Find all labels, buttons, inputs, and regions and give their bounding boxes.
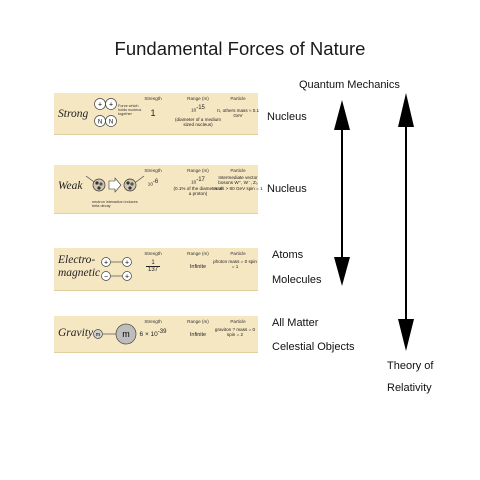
strength-header: Strength [144, 96, 162, 101]
scale-label-all-matter: All Matter [272, 317, 319, 329]
force-name-strong: Strong [58, 108, 89, 120]
mass-attraction-icon: m m [93, 323, 137, 345]
beta-decay-icon [85, 175, 145, 193]
particle-header: Particle [230, 168, 246, 173]
strength-header: Strength [144, 319, 162, 324]
gravity-range: Infinite [189, 332, 207, 338]
weak-range-note: (0.1% of the diameter of a proton) [173, 186, 223, 197]
scale-label-celestial-objects: Celestial Objects [272, 341, 355, 353]
range-header: Range (m) [187, 319, 209, 324]
nucleus-icon: + + N N [94, 98, 117, 127]
particle-header: Particle [230, 251, 246, 256]
weak-note: neutron interaction induces beta decay [92, 200, 138, 209]
force-name-gravity: Gravity [58, 327, 94, 339]
weak-particle: Intermediate vector bosons W⁺, W⁻, Z₀ ma… [213, 175, 263, 191]
svg-text:+: + [109, 102, 113, 109]
particle-header: Particle [230, 96, 246, 101]
svg-text:N: N [109, 120, 113, 126]
force-name-weak: Weak [58, 180, 83, 192]
scale-label-atoms: Atoms [272, 249, 304, 261]
charge-interaction-icon: + + − + [101, 257, 132, 281]
small-mass-symbol: m [96, 332, 100, 338]
strong-range-note: (diameter of a medium sized nucleus) [175, 117, 221, 128]
force-name-electromagnetic: Electro-magnetic [58, 254, 101, 279]
electromagnetic-strength: 1 137 [145, 260, 160, 273]
range-header: Range (m) [187, 96, 209, 101]
theory-of-relativity-arrow [398, 93, 414, 351]
electromagnetic-force-card: Electro-magnetic + + − + Strength 1 137 … [54, 248, 258, 291]
theory-of-relativity-label-line1: Theory of [387, 360, 434, 372]
range-header: Range (m) [187, 251, 209, 256]
quantum-mechanics-label: Quantum Mechanics [299, 79, 400, 91]
svg-text:+: + [98, 102, 102, 109]
large-mass-symbol: m [122, 329, 130, 339]
scale-label-molecules: Molecules [272, 274, 322, 286]
svg-text:+: + [104, 260, 108, 267]
gravity-strength: 6 × 10-39 [139, 329, 167, 339]
strong-range: 10-15 [191, 105, 205, 113]
theory-of-relativity-label-line2: Relativity [387, 382, 432, 394]
particle-header: Particle [230, 319, 246, 324]
scale-label-weak: Nucleus [267, 183, 307, 195]
electromagnetic-range: Infinite [189, 264, 207, 270]
scale-label-strong: Nucleus [267, 111, 307, 123]
strong-particle: π, others mass ≈ 0.1 GeV [216, 108, 260, 119]
strong-strength: 1 [150, 108, 156, 118]
weak-force-card: Weak neutron interaction induces beta de… [54, 165, 263, 214]
svg-text:N: N [98, 120, 102, 126]
svg-text:+: + [125, 274, 129, 281]
gravity-force-card: Gravity m m Strength 6 × 10-39 Range (m)… [54, 316, 258, 353]
electromagnetic-particle: photon mass = 0 spin = 1 [213, 259, 257, 270]
svg-text:+: + [125, 260, 129, 267]
range-header: Range (m) [187, 168, 209, 173]
gravity-particle: graviton ? mass = 0 spin = 2 [214, 327, 256, 338]
page-title: Fundamental Forces of Nature [114, 38, 366, 59]
strength-header: Strength [144, 168, 162, 173]
quantum-mechanics-arrow [334, 100, 350, 286]
weak-range: 10-17 [191, 177, 205, 185]
weak-strength: 10-6 [147, 179, 159, 187]
strong-force-card: Strong + + N N Force which holds nucleus… [54, 93, 259, 135]
strength-header: Strength [144, 251, 162, 256]
strong-note: Force which holds nucleus together [118, 104, 142, 117]
svg-text:−: − [104, 274, 108, 281]
